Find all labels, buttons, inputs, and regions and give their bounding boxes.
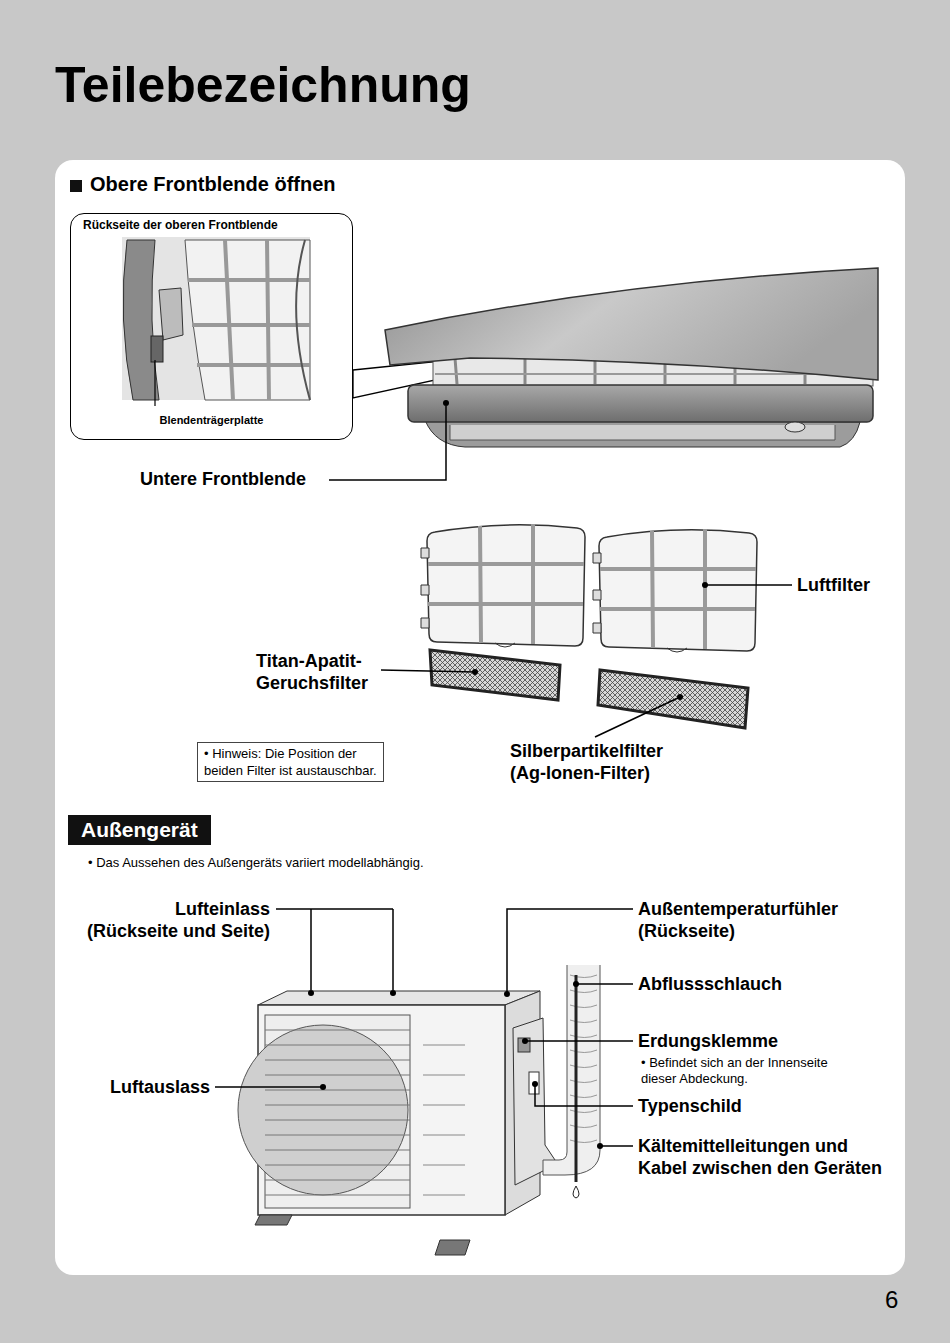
text-line: Titan-Apatit- xyxy=(256,650,368,672)
part-label: Silberpartikelfilter (Ag-Ionen-Filter) xyxy=(510,740,663,784)
text-line: Silberpartikelfilter xyxy=(510,740,663,762)
section-tag: Außengerät xyxy=(68,815,211,845)
part-label: Luftauslass xyxy=(110,1076,210,1098)
note-text: • Befindet sich an der Innenseite dieser… xyxy=(641,1055,828,1087)
text-line: dieser Abdeckung. xyxy=(641,1071,828,1087)
part-label: Lufteinlass (Rückseite und Seite) xyxy=(87,898,270,942)
page-title: Teilebezeichnung xyxy=(55,60,471,110)
text-line: Lufteinlass xyxy=(87,898,270,920)
note-text: • Hinweis: Die Position der beiden Filte… xyxy=(204,745,377,779)
text-line: • Befindet sich an der Innenseite xyxy=(641,1055,828,1071)
parts-illustration xyxy=(55,160,905,1275)
note-box: • Hinweis: Die Position der beiden Filte… xyxy=(197,742,384,782)
part-label: Typenschild xyxy=(638,1095,742,1117)
text-line: Außentemperaturfühler xyxy=(638,898,838,920)
inset-box: Rückseite der oberen FrontblendeBlendent… xyxy=(70,213,353,440)
text-line: (Rückseite) xyxy=(638,920,838,942)
section-tag-text: Außengerät xyxy=(81,816,198,843)
text-line: Kabel zwischen den Geräten xyxy=(638,1157,882,1179)
part-label: Abflussschlauch xyxy=(638,973,782,995)
part-label: Außentemperaturfühler (Rückseite) xyxy=(638,898,838,942)
part-label: Erdungsklemme xyxy=(638,1030,778,1052)
part-label: Luftfilter xyxy=(797,574,870,596)
note-text: • Das Aussehen des Außengeräts variiert … xyxy=(88,855,424,871)
inset-caption: Rückseite der oberen Frontblende xyxy=(83,218,278,232)
part-label: Titan-Apatit- Geruchsfilter xyxy=(256,650,368,694)
text-line: • Hinweis: Die Position der xyxy=(204,745,377,762)
page-number: 6 xyxy=(885,1285,898,1314)
text-line: (Ag-Ionen-Filter) xyxy=(510,762,663,784)
part-label: Untere Frontblende xyxy=(140,468,306,490)
text-line: beiden Filter ist austauschbar. xyxy=(204,762,377,779)
part-label: Kältemittelleitungen und Kabel zwischen … xyxy=(638,1135,882,1179)
part-name: Blendenträgerplatte xyxy=(71,410,352,430)
section-panel: Obere Frontblende öffnenRückseite der ob… xyxy=(55,160,905,1275)
section-heading: Obere Frontblende öffnen xyxy=(90,172,336,196)
text-line: Geruchsfilter xyxy=(256,672,368,694)
text-line: (Rückseite und Seite) xyxy=(87,920,270,942)
text-line: Kältemittelleitungen und xyxy=(638,1135,882,1157)
